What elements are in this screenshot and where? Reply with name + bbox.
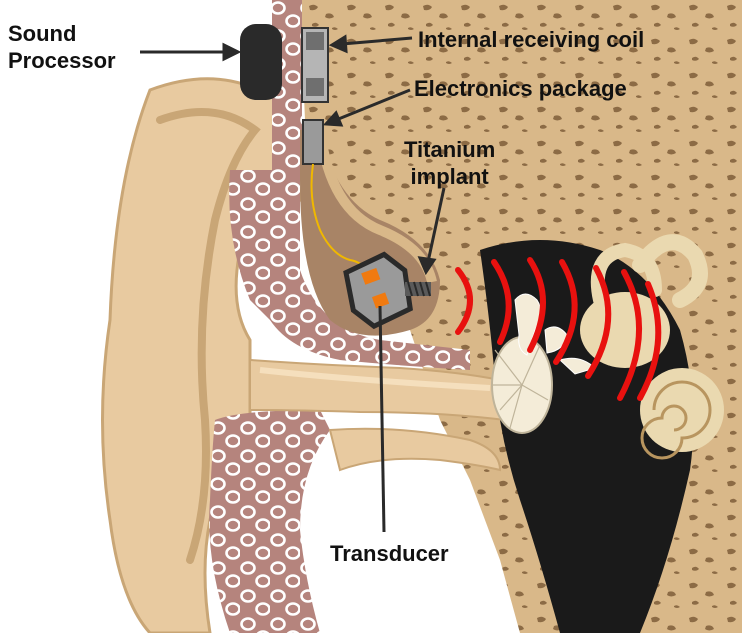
- titanium-implant-label-line2: implant: [404, 163, 495, 190]
- electronics-package-label: Electronics package: [414, 75, 627, 102]
- sound-processor-label-line1: Sound: [8, 20, 116, 47]
- sound-processor-label: Sound Processor: [8, 20, 116, 74]
- electronics-package: [303, 120, 323, 164]
- titanium-implant-label-line1: Titanium: [404, 136, 495, 163]
- transducer-label: Transducer: [330, 540, 449, 567]
- titanium-implant: [405, 282, 431, 296]
- sound-processor-label-line2: Processor: [8, 47, 116, 74]
- sound-processor: [240, 24, 282, 100]
- titanium-implant-label: Titanium implant: [404, 136, 495, 190]
- internal-coil-label: Internal receiving coil: [418, 26, 644, 53]
